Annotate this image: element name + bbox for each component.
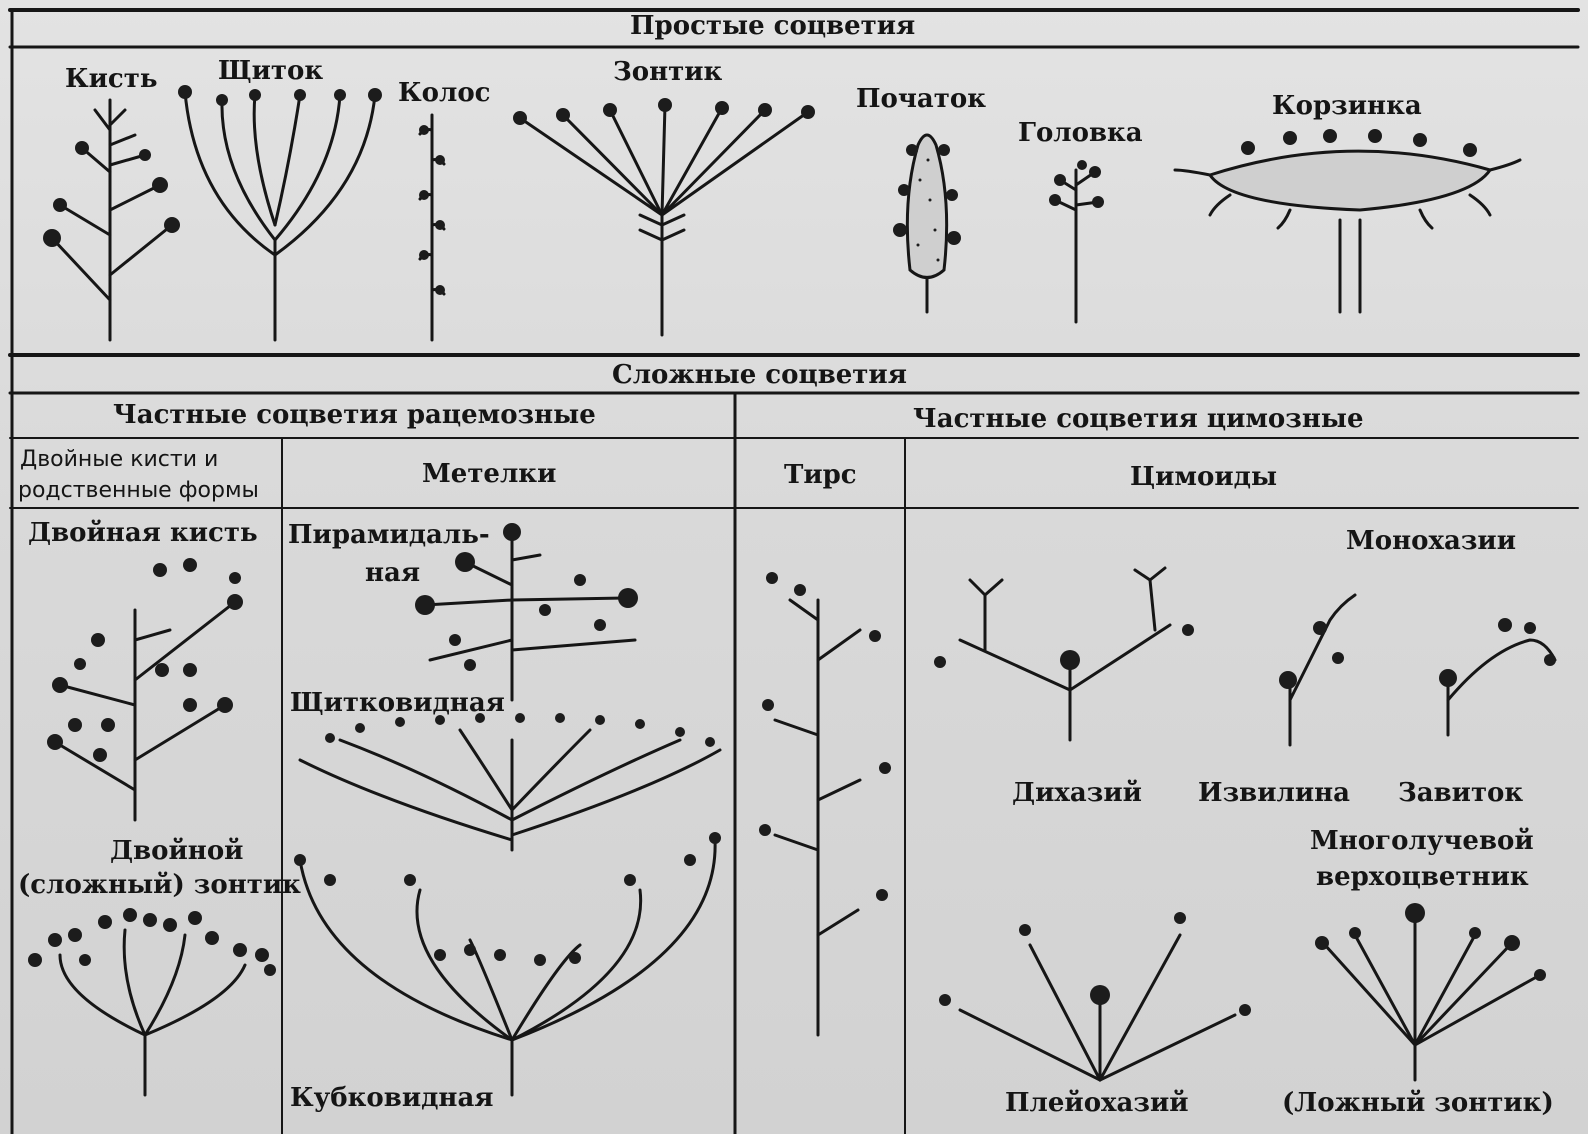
- label-corymb: Щиток: [218, 58, 323, 84]
- label-multiray-1: Многолучевой: [1310, 828, 1534, 854]
- panicles-header: Метелки: [422, 461, 556, 487]
- dichasium-drawing: [934, 568, 1194, 740]
- raceme-drawing: [43, 100, 180, 340]
- label-pyramidal-1: Пирамидаль-: [288, 522, 490, 548]
- double-umbel-drawing: [28, 908, 276, 1095]
- label-bostryx: Извилина: [1198, 780, 1350, 806]
- complex-inflorescences-title: Сложные соцветия: [612, 362, 907, 388]
- false-umbel-drawing: [1315, 903, 1546, 1080]
- label-cincinnus: Завиток: [1398, 780, 1523, 806]
- corymbose-panicle-drawing: [300, 713, 720, 850]
- capitulum-drawing: [1175, 129, 1520, 312]
- label-double-umbel-2: (сложный) зонтик: [18, 872, 301, 898]
- cupshaped-panicle-drawing: [294, 832, 721, 1095]
- head-drawing: [1049, 160, 1104, 322]
- label-corymbose: Щитковидная: [290, 690, 505, 716]
- label-double-umbel-1: Двойной: [110, 838, 243, 864]
- label-pleiochasium: Плейохазий: [1005, 1090, 1189, 1116]
- label-head: Головка: [1018, 120, 1143, 146]
- simple-inflorescences-title: Простые соцветия: [630, 13, 915, 39]
- cincinnus-drawing: [1439, 618, 1556, 735]
- col1-header-line1: Двойные кисти и: [20, 449, 218, 471]
- label-monochasia: Монохазии: [1346, 528, 1516, 554]
- label-false-umbel: (Ложный зонтик): [1282, 1090, 1554, 1116]
- umbel-drawing: [513, 98, 815, 335]
- label-umbel: Зонтик: [613, 59, 722, 85]
- label-raceme: Кисть: [65, 66, 158, 92]
- col1-header-line2: родственные формы: [18, 480, 259, 502]
- spadix-drawing: [893, 135, 961, 312]
- thyrse-header: Тирс: [784, 462, 857, 488]
- label-spadix: Початок: [856, 86, 986, 112]
- label-pyramidal-2: ная: [365, 560, 420, 586]
- cymose-partial-title: Частные соцветия цимозные: [913, 406, 1364, 432]
- bostryx-drawing: [1279, 595, 1355, 745]
- label-dichasium: Дихазий: [1012, 780, 1142, 806]
- cymoids-header: Цимоиды: [1130, 464, 1277, 490]
- pleiochasium-drawing: [939, 912, 1251, 1080]
- double-raceme-drawing: [47, 558, 243, 820]
- label-capitulum: Корзинка: [1272, 93, 1422, 119]
- label-double-raceme: Двойная кисть: [28, 520, 258, 546]
- label-multiray-2: верхоцветник: [1316, 864, 1529, 890]
- label-cupshaped: Кубковидная: [290, 1085, 494, 1111]
- corymb-drawing: [178, 85, 382, 340]
- racemose-partial-title: Частные соцветия рацемозные: [113, 402, 596, 428]
- spike-drawing: [419, 115, 445, 340]
- thyrse-drawing: [759, 572, 891, 1035]
- label-spike: Колос: [398, 80, 491, 106]
